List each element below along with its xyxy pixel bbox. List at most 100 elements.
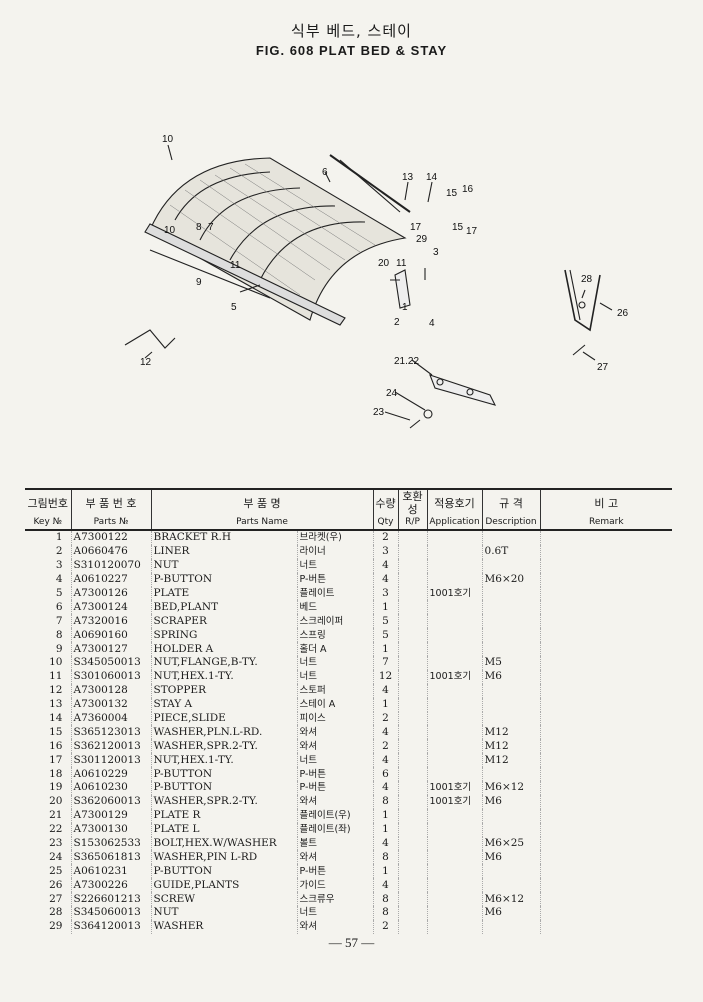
- quantity-cell: 1: [372, 600, 399, 615]
- key-cell: 21: [49, 809, 63, 822]
- key-cell: 10: [49, 656, 63, 669]
- key-cell: 2: [55, 545, 63, 558]
- diagram-callouts: 10 6 13 14 15 16 17 15 17 8 7 10 29 3 20…: [140, 134, 629, 418]
- application-cell: 1001호기: [426, 781, 483, 795]
- callout: 28: [581, 274, 593, 285]
- description-cell: M6: [481, 669, 541, 684]
- part-number-cell: S226601213: [70, 892, 151, 907]
- part-name-cell: PLATE L: [150, 822, 297, 837]
- part-number-cell: A0610231: [70, 864, 151, 879]
- quantity-cell: 4: [372, 725, 399, 740]
- part-number-cell: A7300132: [70, 697, 151, 712]
- remark-cell: [539, 600, 673, 615]
- callout: 17: [410, 222, 422, 233]
- key-cell: 13: [49, 698, 63, 711]
- part-name-cell: BED,PLANT: [150, 600, 297, 615]
- part-number-cell: A7300122: [70, 530, 151, 545]
- quantity-cell: 4: [372, 572, 399, 587]
- rp-cell: [397, 656, 428, 670]
- quantity-cell: 6: [372, 767, 399, 782]
- remark-cell: [539, 767, 673, 782]
- application-cell: [426, 600, 483, 615]
- description-cell: M6: [481, 906, 541, 920]
- key-cell: 14: [49, 712, 63, 725]
- key-cell: 16: [49, 739, 63, 752]
- rp-cell: [397, 600, 428, 615]
- quantity-cell: 3: [372, 544, 399, 559]
- part-number-cell: S301060013: [70, 669, 151, 684]
- application-cell: [426, 739, 483, 754]
- page-number: — 57 —: [328, 935, 375, 950]
- remark-cell: [539, 781, 673, 795]
- description-cell: [481, 711, 541, 726]
- part-name-korean-cell: 스프링: [296, 628, 374, 643]
- quantity-cell: 4: [372, 781, 399, 795]
- quantity-cell: 2: [372, 530, 399, 545]
- key-cell: 6: [55, 600, 63, 613]
- key-cell: 11: [49, 670, 63, 683]
- quantity-cell: 8: [372, 906, 399, 920]
- key-cell: 23: [49, 837, 63, 850]
- part-number-cell: S365123013: [70, 725, 151, 740]
- application-cell: [426, 628, 483, 643]
- remark-cell: [539, 864, 673, 879]
- part-name-korean-cell: 너트: [296, 669, 374, 684]
- description-cell: [481, 614, 541, 629]
- part-name-korean-cell: 라이너: [296, 544, 374, 559]
- application-cell: 1001호기: [426, 794, 483, 809]
- part-number-cell: A0610229: [70, 767, 151, 782]
- header-remark-ko: 비 고: [539, 488, 673, 516]
- quantity-cell: 1: [372, 822, 399, 837]
- callout: 15: [452, 222, 464, 233]
- key-cell: 26: [49, 878, 63, 891]
- rp-cell: [397, 781, 428, 795]
- remark-cell: [539, 753, 673, 768]
- quantity-cell: 5: [372, 628, 399, 643]
- application-cell: [426, 808, 483, 823]
- description-cell: M12: [481, 753, 541, 768]
- quantity-cell: 2: [372, 739, 399, 754]
- application-cell: [426, 530, 483, 545]
- header-description-ko: 규 격: [481, 488, 541, 516]
- remark-cell: [539, 558, 673, 573]
- quantity-cell: 1: [372, 697, 399, 712]
- part-name-cell: BOLT,HEX.W/WASHER: [150, 836, 297, 851]
- part-name-korean-cell: 와셔: [296, 739, 374, 754]
- page-title: FIG. 608 PLAT BED & STAY: [255, 43, 448, 58]
- rp-cell: [397, 753, 428, 768]
- part-number-cell: A7360004: [70, 711, 151, 726]
- description-cell: [481, 586, 541, 601]
- part-name-korean-cell: 피이스: [296, 711, 374, 726]
- part-number-cell: S362060013: [70, 794, 151, 809]
- callout: 13: [402, 172, 414, 183]
- part-name-cell: NUT,HEX.1-TY.: [150, 669, 297, 684]
- application-cell: [426, 753, 483, 768]
- exploded-parts-diagram: 10 6 13 14 15 16 17 15 17 8 7 10 29 3 20…: [124, 134, 629, 429]
- part-name-korean-cell: 스토퍼: [296, 683, 374, 698]
- key-cell: 8: [55, 628, 63, 641]
- application-cell: [426, 878, 483, 893]
- description-cell: 0.6T: [481, 544, 541, 559]
- callout: 29: [416, 234, 428, 245]
- part-name-korean-cell: 가이드: [296, 878, 374, 893]
- callout: 16: [462, 184, 474, 195]
- part-number-cell: S345060013: [70, 906, 151, 920]
- key-cell: 9: [55, 642, 63, 655]
- part-name-korean-cell: P-버튼: [296, 781, 374, 795]
- application-cell: [426, 614, 483, 629]
- part-name-cell: PLATE R: [150, 808, 297, 823]
- description-cell: M6×12: [481, 781, 541, 795]
- quantity-cell: 4: [372, 558, 399, 573]
